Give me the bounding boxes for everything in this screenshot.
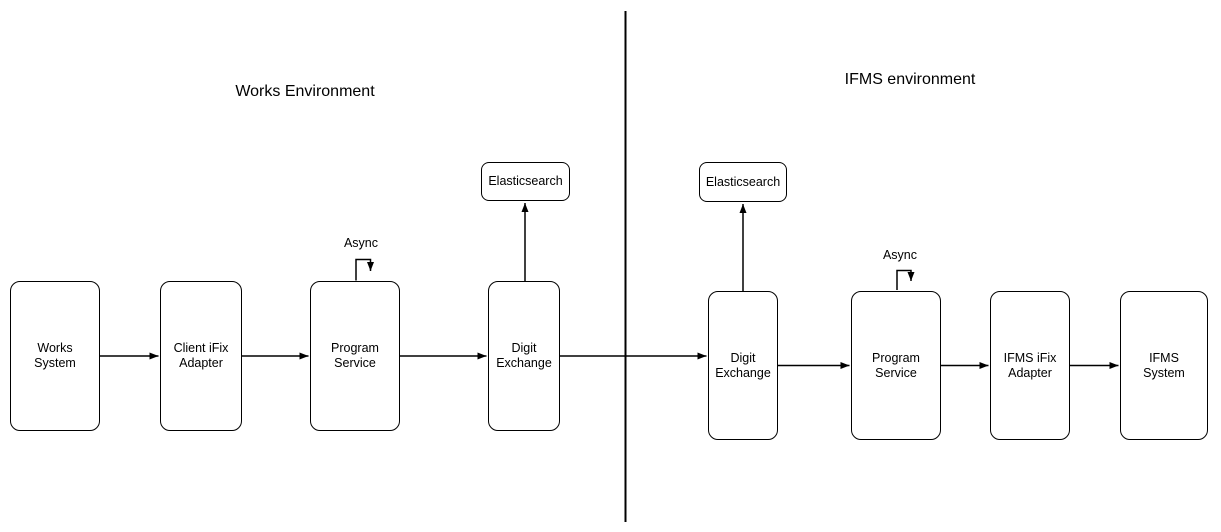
- node-digit-exchange-ifms: Digit Exchange: [708, 291, 778, 440]
- node-label: Works System: [34, 341, 76, 370]
- works-environment-title: Works Environment: [235, 83, 375, 100]
- async-loop-arrow-works: [355, 258, 374, 281]
- node-label: IFMS System: [1143, 350, 1185, 380]
- node-works-system: Works System: [10, 281, 100, 431]
- node-label: Client iFix Adapter: [173, 341, 229, 370]
- node-label: Digit Exchange: [496, 341, 552, 370]
- ifms-environment-title: IFMS environment: [844, 71, 976, 88]
- async-label-ifms: Async: [882, 248, 918, 262]
- node-digit-exchange-works: Digit Exchange: [488, 281, 560, 431]
- node-label: Program Service: [872, 350, 920, 380]
- async-loop-arrow-ifms: [896, 269, 915, 290]
- node-label: Digit Exchange: [715, 350, 771, 380]
- node-program-service-works: Program Service: [310, 281, 400, 431]
- node-program-service-ifms: Program Service: [851, 291, 941, 440]
- node-client-ifix-adapter: Client iFix Adapter: [160, 281, 242, 431]
- node-label: IFMS iFix Adapter: [1003, 350, 1057, 380]
- node-elasticsearch-works: Elasticsearch: [481, 162, 570, 201]
- node-ifms-system: IFMS System: [1120, 291, 1208, 440]
- node-elasticsearch-ifms: Elasticsearch: [699, 162, 787, 202]
- node-label: Elasticsearch: [488, 174, 563, 188]
- node-label: Elasticsearch: [705, 174, 781, 189]
- node-ifms-ifix-adapter: IFMS iFix Adapter: [990, 291, 1070, 440]
- async-label-works: Async: [343, 236, 379, 250]
- node-label: Program Service: [331, 341, 379, 370]
